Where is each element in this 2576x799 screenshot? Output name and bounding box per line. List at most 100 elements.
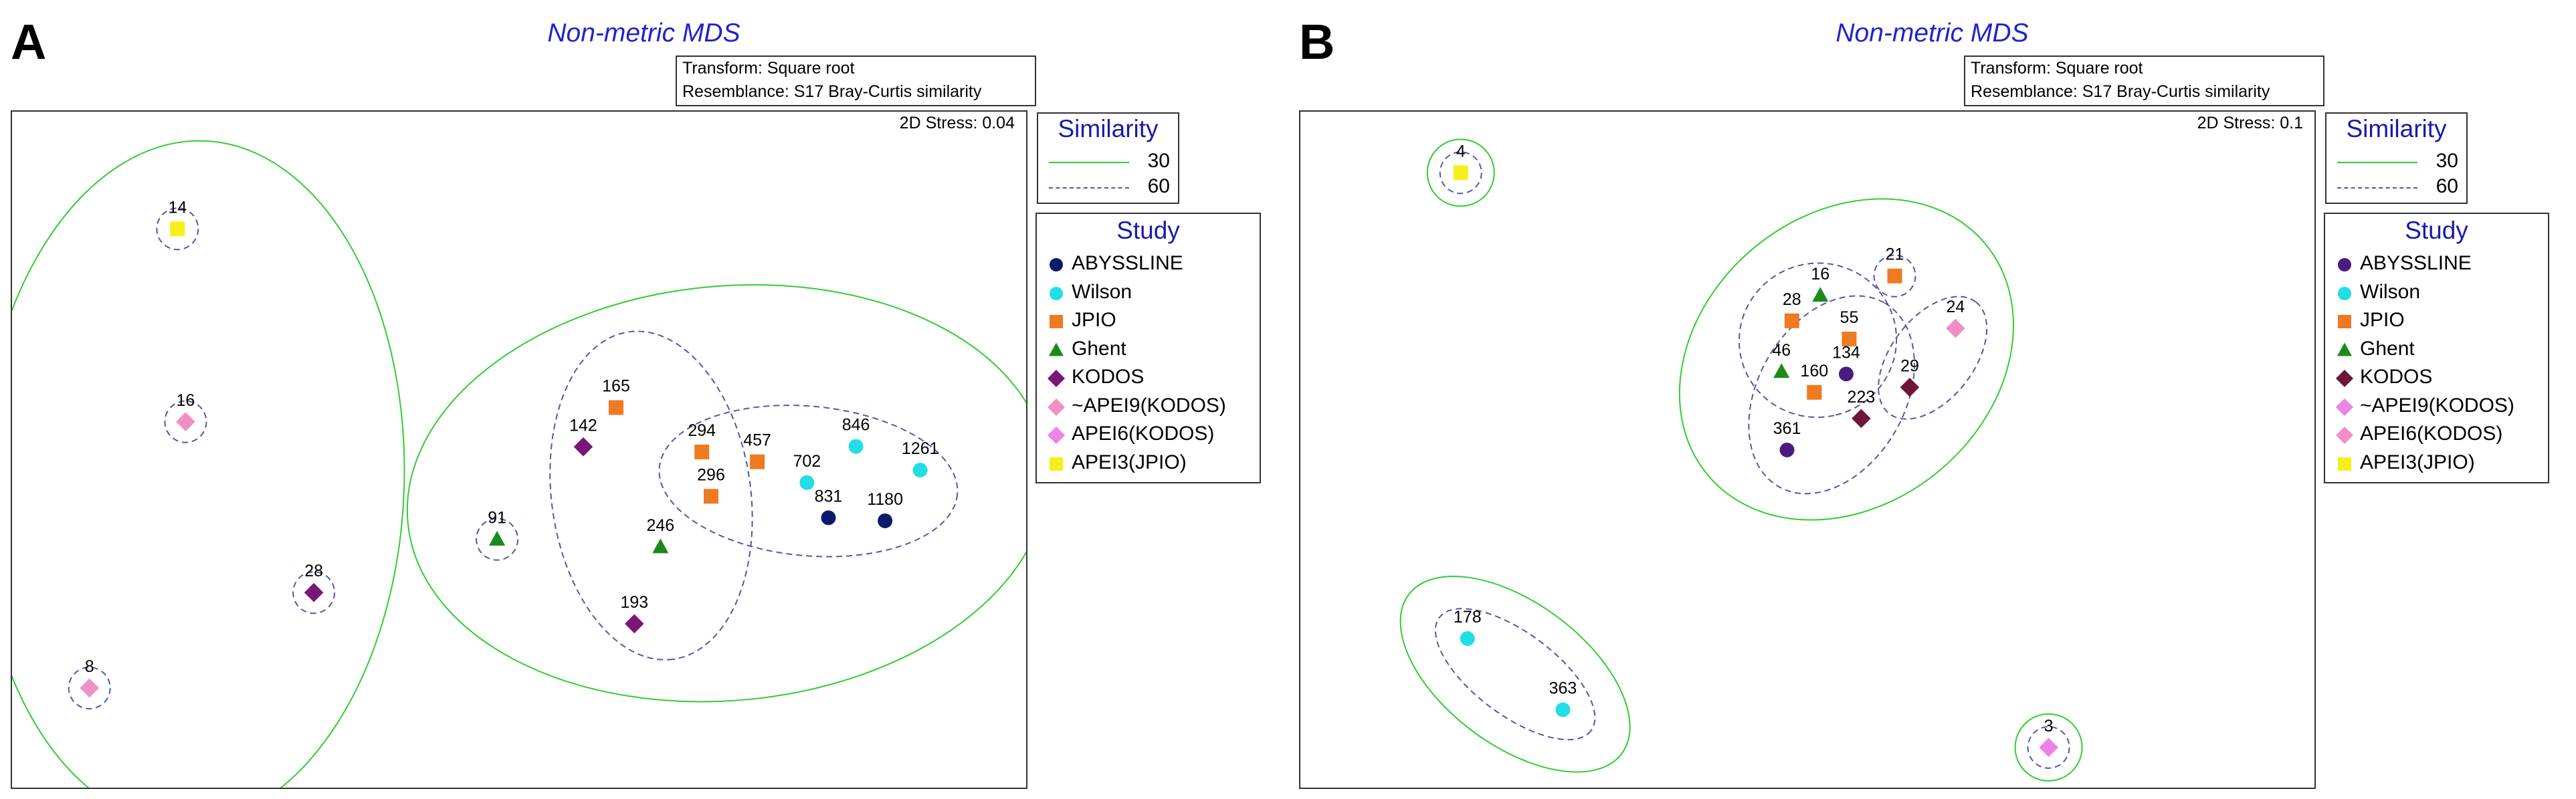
study-row: ~APEI9(KODOS) bbox=[2325, 394, 2548, 423]
sample-point bbox=[1460, 631, 1475, 647]
study-label: KODOS bbox=[1072, 366, 1145, 388]
panel-letter: B bbox=[1299, 14, 1335, 70]
study-row: Ghent bbox=[2325, 338, 2548, 366]
study-marker-icon bbox=[2337, 342, 2352, 356]
similarity-30-contour bbox=[406, 284, 1026, 703]
point-label: 846 bbox=[842, 416, 870, 435]
study-marker-icon bbox=[1050, 258, 1063, 271]
legend-marker bbox=[1050, 258, 1063, 271]
legend-marker bbox=[2336, 370, 2353, 387]
chart-title: Non-metric MDS bbox=[1836, 19, 2029, 47]
sample-point bbox=[1784, 313, 1799, 328]
study-label: Ghent bbox=[2360, 337, 2415, 360]
study-row: Wilson bbox=[1037, 281, 1260, 310]
panel-a: A Non-metric MDS Transform: Square root … bbox=[11, 14, 1261, 789]
point-label: 55 bbox=[1840, 308, 1859, 327]
dashed-line-swatch bbox=[2337, 187, 2417, 189]
point-label: 178 bbox=[1454, 608, 1482, 626]
sample-point bbox=[821, 510, 836, 526]
study-row: ~APEI9(KODOS) bbox=[1037, 394, 1260, 423]
study-legend: Study ABYSSLINE Wilson JPIO Ghent KODOS … bbox=[2324, 213, 2549, 483]
sample-point bbox=[704, 489, 718, 504]
similarity-row: 30 bbox=[1038, 150, 1178, 177]
study-label: ABYSSLINE bbox=[1072, 252, 1183, 274]
point-label: 16 bbox=[177, 391, 195, 410]
study-marker-icon bbox=[1048, 398, 1065, 416]
similarity-60-contour bbox=[2027, 725, 2070, 769]
study-label: APEI6(KODOS) bbox=[2360, 423, 2503, 445]
dashed-line-swatch bbox=[1049, 187, 1129, 189]
study-title: Study bbox=[1116, 217, 1180, 244]
panel-letter: A bbox=[11, 14, 47, 70]
point-label: 165 bbox=[602, 377, 630, 396]
similarity-legend: Similarity 30 60 bbox=[2325, 112, 2468, 204]
point-label: 8 bbox=[85, 657, 94, 676]
study-row: Wilson bbox=[2325, 281, 2548, 310]
legend-marker bbox=[1048, 370, 1065, 387]
similarity-60-contour bbox=[1439, 151, 1482, 195]
similarity-30-contour bbox=[1426, 138, 1495, 207]
sample-point bbox=[1838, 366, 1854, 382]
study-marker-icon bbox=[1050, 457, 1063, 471]
sample-point bbox=[170, 221, 185, 237]
sample-point bbox=[1842, 332, 1857, 347]
chart-title: Non-metric MDS bbox=[547, 19, 740, 47]
point-label: 294 bbox=[688, 421, 716, 440]
study-label: APEI3(JPIO) bbox=[1072, 451, 1187, 473]
point-label: 14 bbox=[168, 198, 187, 217]
similarity-60-contour bbox=[549, 330, 753, 661]
sample-point bbox=[1773, 363, 1790, 378]
panel-b: B Non-metric MDS Transform: Square root … bbox=[1288, 0, 2576, 799]
study-title: Study bbox=[2405, 217, 2468, 244]
sample-point bbox=[304, 582, 324, 602]
point-label: 296 bbox=[697, 465, 725, 484]
solid-line-swatch bbox=[1049, 162, 1129, 163]
similarity-legend: Similarity 30 60 bbox=[1037, 112, 1179, 204]
sample-point bbox=[694, 444, 710, 459]
similarity-row: 60 bbox=[2326, 175, 2466, 202]
study-row: KODOS bbox=[2325, 366, 2548, 394]
similarity-60-contour bbox=[658, 405, 959, 558]
legend-marker bbox=[1048, 398, 1065, 416]
sample-point bbox=[750, 454, 765, 469]
study-label: APEI6(KODOS) bbox=[1072, 423, 1215, 445]
legend-marker bbox=[2337, 342, 2352, 356]
similarity-60-contour bbox=[1748, 295, 1915, 495]
solid-line-swatch bbox=[2337, 162, 2417, 163]
study-marker-icon bbox=[2336, 370, 2353, 387]
point-label: 16 bbox=[1811, 265, 1829, 283]
legend-marker bbox=[1050, 286, 1063, 300]
sample-point bbox=[176, 412, 195, 432]
similarity-value: 60 bbox=[1147, 175, 1170, 197]
point-label: 24 bbox=[1946, 298, 1965, 316]
sample-point bbox=[489, 531, 506, 546]
legend-marker bbox=[1048, 427, 1065, 444]
sample-point bbox=[1807, 384, 1822, 400]
similarity-30-contour bbox=[12, 140, 405, 788]
study-row: KODOS bbox=[1037, 366, 1260, 394]
sample-point bbox=[1852, 409, 1871, 429]
study-marker-icon bbox=[2338, 258, 2351, 271]
sample-point bbox=[848, 439, 864, 454]
study-row: APEI6(KODOS) bbox=[2325, 423, 2548, 451]
study-marker-icon bbox=[2336, 398, 2353, 416]
study-row: APEI6(KODOS) bbox=[1037, 423, 1260, 451]
study-marker-icon bbox=[2338, 286, 2351, 300]
study-row: APEI3(JPIO) bbox=[2325, 451, 2548, 480]
study-label: ~APEI9(KODOS) bbox=[2360, 394, 2514, 417]
study-legend: Study ABYSSLINE Wilson JPIO Ghent KODOS … bbox=[1035, 213, 1261, 483]
study-row: ABYSSLINE bbox=[1037, 252, 1260, 281]
sample-point bbox=[609, 400, 624, 415]
sample-point bbox=[912, 463, 928, 478]
study-label: ABYSSLINE bbox=[2360, 252, 2472, 274]
similarity-title: Similarity bbox=[2346, 115, 2447, 142]
point-label: 831 bbox=[815, 487, 843, 505]
legend-marker bbox=[2336, 427, 2353, 444]
study-label: Wilson bbox=[2360, 280, 2421, 303]
similarity-value: 30 bbox=[2436, 150, 2458, 172]
transform-label: Transform: Square root bbox=[1971, 59, 2143, 78]
study-label: Ghent bbox=[1072, 337, 1126, 360]
